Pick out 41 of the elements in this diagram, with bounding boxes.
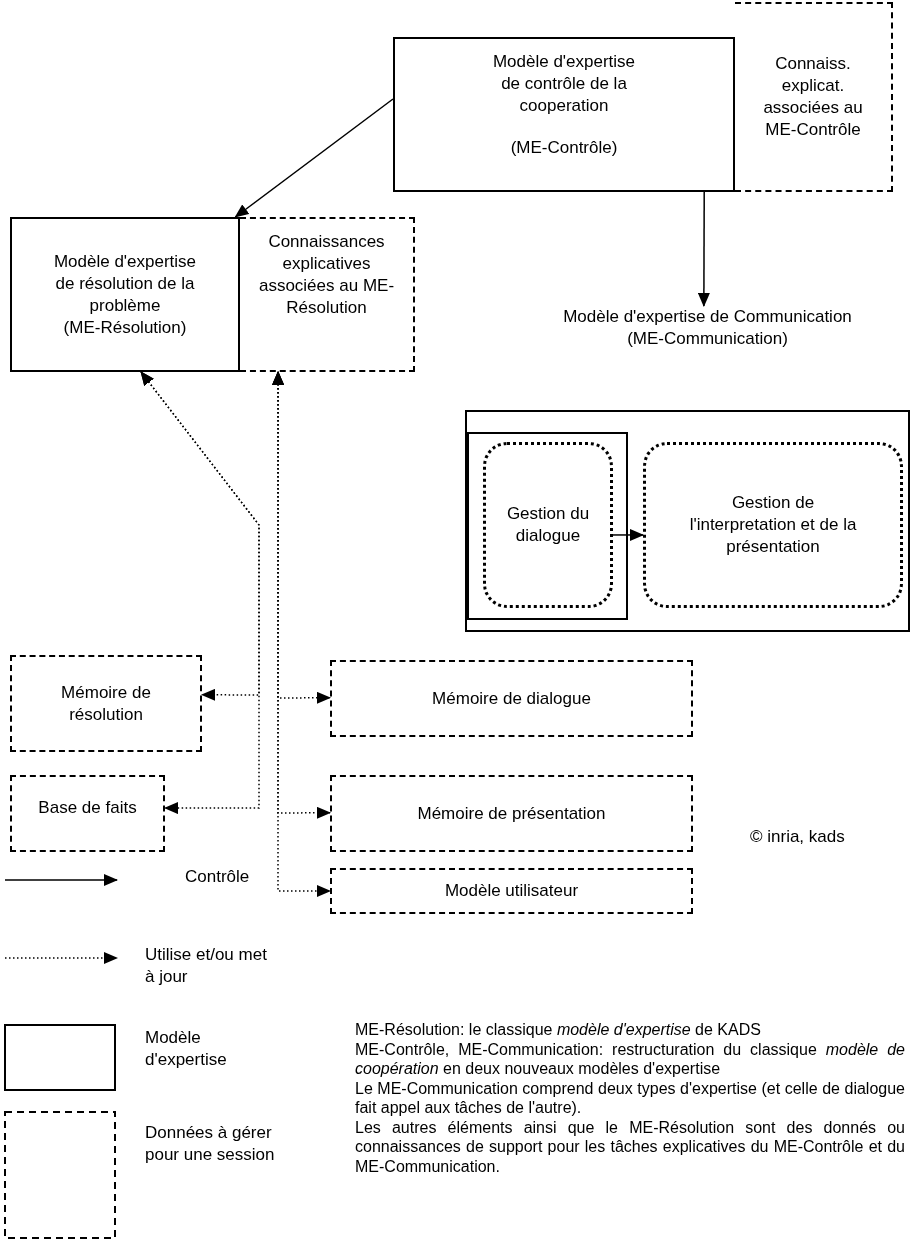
process-box [483, 442, 613, 608]
node-text: Modèle d'expertise de Communication [563, 306, 852, 328]
node-text: Gestion du dialogue [505, 503, 591, 547]
data-box [10, 655, 202, 752]
legend-text: Modèle d'expertise [145, 1027, 228, 1071]
node-text: Modèle d'expertise de contrôle de la cooperation [491, 51, 637, 117]
copyright-note: © inria, kads [750, 826, 845, 848]
note-paragraph: ME-Contrôle, ME-Communication: restructuration du classique modèle de coopération en deux nouveaux modèles d'expertise [355, 1039, 905, 1079]
connector-arrow [140, 371, 260, 815]
note-paragraph: Les autres éléments ainsi que le ME-Résolution sont des donnés ou connaissances de support pour les tâches explicatives du ME-Contrôle et du ME-Communication. [355, 1117, 905, 1176]
node-text: Base de faits [38, 797, 137, 819]
data-box [330, 868, 693, 914]
group-box [465, 410, 910, 632]
data-box [10, 775, 165, 852]
data-box [735, 2, 893, 192]
node-text: Modèle d'expertise de résolution de la problème [52, 250, 198, 317]
node-text: (ME-Résolution) [63, 316, 187, 339]
node-text: (ME-Communication) [627, 328, 788, 350]
data-box [330, 775, 693, 852]
connector-arrow [612, 528, 644, 541]
legend-text: Données à gérer pour une session [145, 1122, 276, 1166]
legend-text: Utilise et/ou met à jour [145, 944, 268, 988]
data-box [240, 217, 415, 372]
node-text: Mémoire de résolution [60, 681, 152, 726]
connector-arrow [697, 191, 710, 307]
node-text: Connaiss. explicat. associées au ME-Contrôle [762, 53, 864, 141]
legend-text: Contrôle [185, 866, 251, 888]
model-box [10, 217, 240, 372]
model-box [467, 432, 628, 620]
node-text: Mémoire de dialogue [432, 687, 591, 710]
model-box [393, 37, 735, 192]
note-paragraph: ME-Résolution: le classique modèle d'expertise de KADS [355, 1020, 762, 1040]
data-box [330, 660, 693, 737]
node-text: Connaissances explicatives associées au ME-Résolution [257, 231, 396, 319]
node-text: Modèle utilisateur [444, 880, 579, 902]
node-text: Mémoire de présentation [417, 802, 606, 825]
note-paragraph: Le ME-Communication comprend deux types d'expertise (et celle de dialogue fait appel aux tâches de l'autre). [355, 1078, 905, 1118]
connector-arrow [234, 98, 394, 218]
process-box [643, 442, 903, 608]
node-text: (ME-Contrôle) [510, 137, 618, 159]
node-text: Gestion de l'interpretation et de la présentation [688, 492, 858, 558]
